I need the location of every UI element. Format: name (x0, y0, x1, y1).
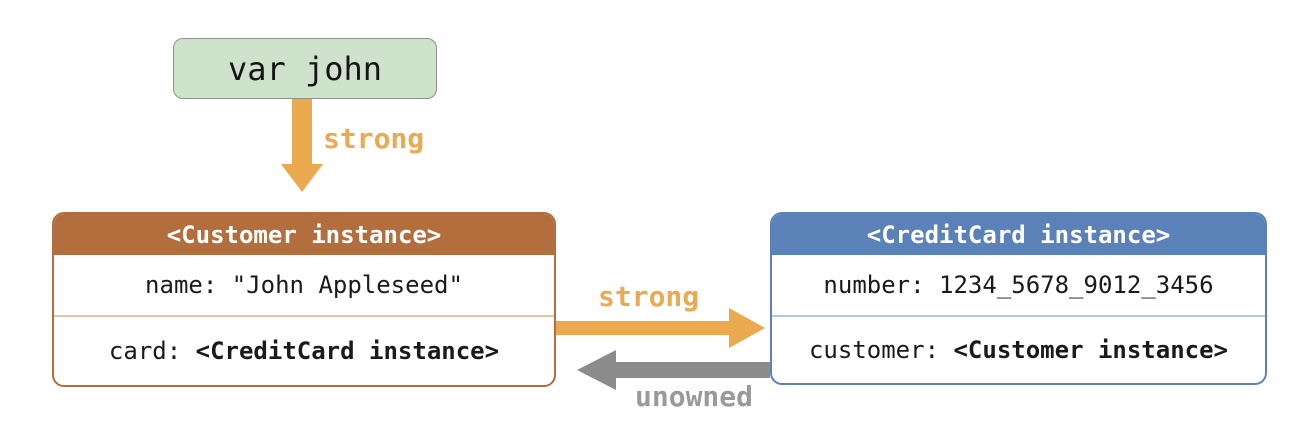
strong-label-customer-to-card: strong (598, 280, 700, 313)
creditcard-instance-header-label: <CreditCard instance> (866, 220, 1171, 249)
creditcard-customer-value: <Customer instance> (953, 336, 1229, 364)
customer-card-property: card: (108, 337, 196, 365)
customer-name-row: name: "John Appleseed" (54, 255, 554, 317)
customer-instance-header-label: <Customer instance> (166, 220, 442, 249)
strong-reference-arrow-down (281, 99, 323, 192)
var-john-box: var john (173, 38, 437, 99)
strong-reference-arrow-right (556, 308, 765, 348)
customer-name-value: name: "John Appleseed" (145, 271, 463, 299)
creditcard-instance-header: <CreditCard instance> (772, 214, 1265, 255)
creditcard-customer-row: customer: <Customer instance> (772, 317, 1265, 383)
creditcard-customer-property: customer: (808, 336, 954, 364)
customer-instance-header: <Customer instance> (54, 214, 554, 255)
unowned-label-card-to-customer: unowned (635, 380, 754, 413)
customer-card-row: card: <CreditCard instance> (54, 317, 554, 385)
customer-instance-box: <Customer instance> name: "John Applesee… (52, 212, 556, 387)
customer-card-value: <CreditCard instance> (195, 337, 500, 365)
var-john-label: var john (227, 49, 383, 88)
creditcard-instance-box: <CreditCard instance> number: 1234_5678_… (770, 212, 1267, 385)
creditcard-number-value: number: 1234_5678_9012_3456 (823, 271, 1214, 299)
strong-label-var-to-customer: strong (323, 122, 425, 155)
creditcard-number-row: number: 1234_5678_9012_3456 (772, 255, 1265, 317)
